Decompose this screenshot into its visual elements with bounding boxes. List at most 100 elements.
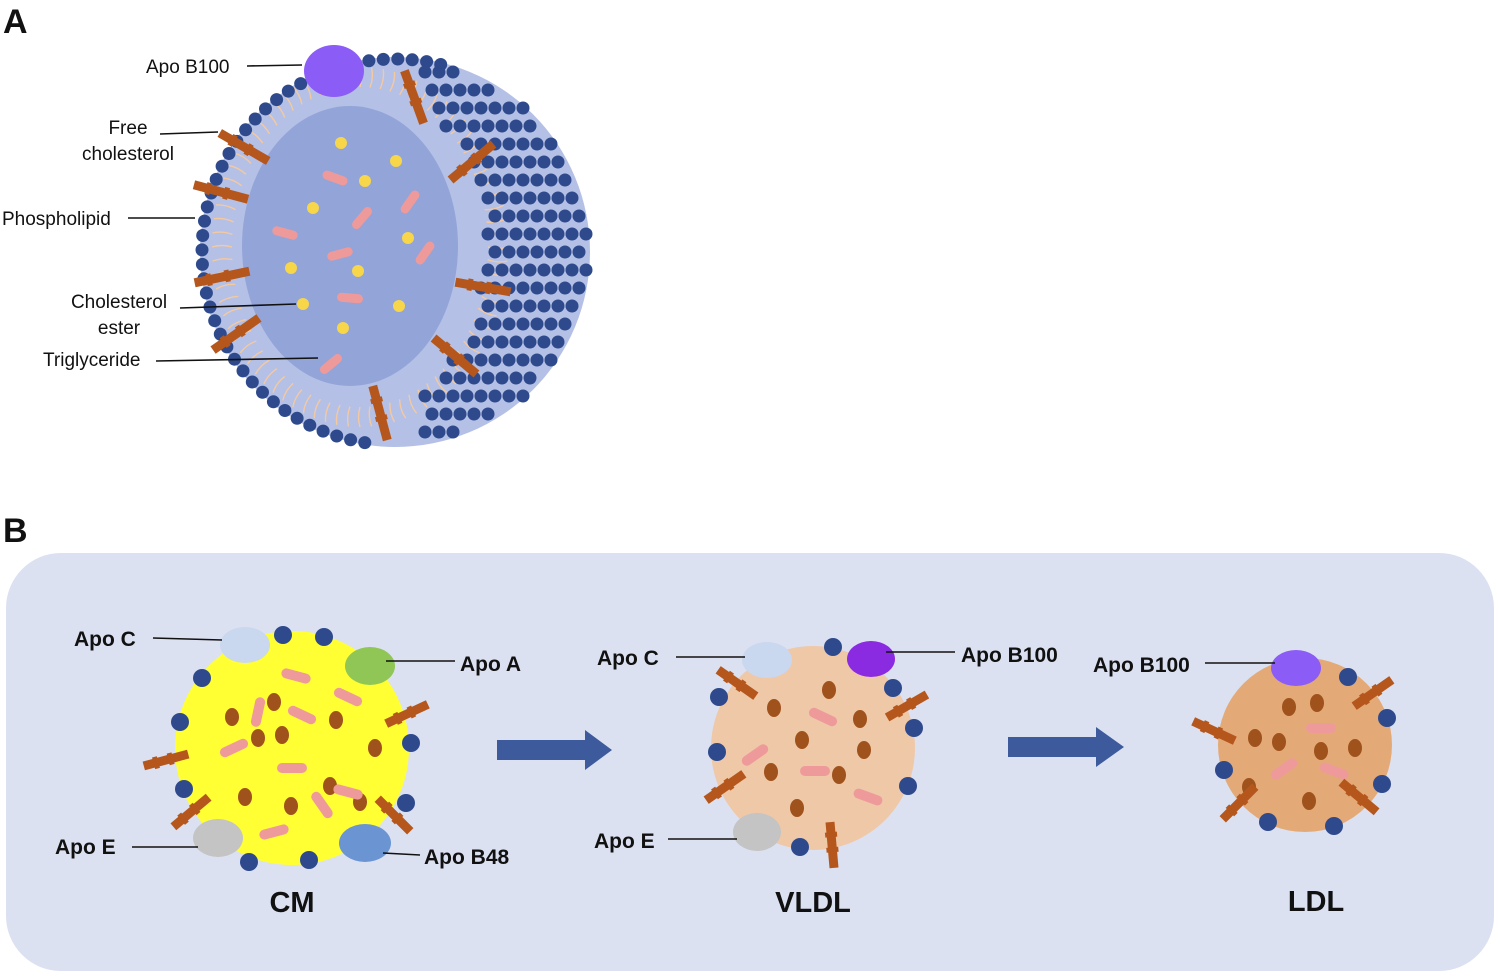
cholesterol-ester-dot xyxy=(764,763,778,781)
free-cholesterol xyxy=(454,277,512,297)
cholesterol-ester-dot xyxy=(390,155,402,167)
phospholipid-tail xyxy=(302,394,312,414)
phospholipid-head xyxy=(516,281,530,295)
phospholipid-head xyxy=(446,101,460,115)
phospholipid-head xyxy=(544,317,558,331)
triglyceride-bar xyxy=(337,292,363,304)
phospholipid-head xyxy=(397,794,415,812)
cholesterol-bar xyxy=(384,700,430,728)
phospholipid-head xyxy=(537,155,551,169)
phospholipid-head xyxy=(453,83,467,97)
particle-core xyxy=(242,106,458,386)
phospholipid-head xyxy=(344,433,358,447)
free-cholesterol xyxy=(1219,783,1259,823)
phospholipid-head xyxy=(481,155,495,169)
cholesterol-ring xyxy=(466,278,474,292)
phospholipid-head xyxy=(516,173,530,187)
phospholipid-head xyxy=(495,371,509,385)
phospholipid-head xyxy=(467,83,481,97)
ldl-contents xyxy=(1191,668,1396,835)
cholesterol-ester-dot xyxy=(335,137,347,149)
phospholipid-head xyxy=(474,389,488,403)
cholesterol-ring xyxy=(905,697,917,711)
free-cholesterol xyxy=(1338,778,1380,816)
phospholipid-head xyxy=(460,101,474,115)
cholesterol-bar xyxy=(1219,783,1259,823)
phospholipid-head xyxy=(488,245,502,259)
phospholipid-head xyxy=(208,314,222,328)
phospholipid-head xyxy=(558,281,572,295)
cholesterol-ring xyxy=(188,802,201,816)
phospholipid-head xyxy=(502,317,516,331)
triglyceride-bar xyxy=(352,206,372,230)
phospholipid-tail xyxy=(292,389,303,408)
phospholipid-tail xyxy=(223,177,243,187)
phospholipid-head xyxy=(523,263,537,277)
cholesterol-ring xyxy=(711,786,722,800)
cholesterol-ring xyxy=(391,812,404,825)
cholesterol-ring xyxy=(1356,793,1369,807)
phospholipid-head xyxy=(502,353,516,367)
cholesterol-ring xyxy=(456,164,468,177)
cholesterol-ring xyxy=(1225,804,1238,817)
triglyceride-bar xyxy=(311,791,333,819)
free-cholesterol xyxy=(368,384,392,442)
phospholipid-head xyxy=(516,245,530,259)
phospholipid-tail xyxy=(463,340,480,354)
phospholipid-head xyxy=(376,52,390,66)
vldl-apo-c xyxy=(742,642,792,678)
leader-cm-apo-c xyxy=(152,637,223,641)
cholesterol-ester-dot xyxy=(853,710,867,728)
phospholipid-head xyxy=(558,317,572,331)
leader-triglyceride xyxy=(155,357,319,362)
cholesterol-ring xyxy=(453,353,465,366)
phospholipid-head xyxy=(481,191,495,205)
cm-apo-c xyxy=(220,627,270,663)
cholesterol-ring xyxy=(380,801,393,814)
phospholipid-head xyxy=(516,389,530,403)
cholesterol-ester-dot xyxy=(238,788,252,806)
phospholipid-tail xyxy=(216,204,236,211)
label-vldl-apo-b100: Apo B100 xyxy=(961,644,1058,667)
cholesterol-bar xyxy=(1338,778,1380,816)
phospholipid-head xyxy=(481,371,495,385)
cm-particle xyxy=(142,626,430,871)
phospholipid-head xyxy=(1215,761,1233,779)
phospholipid-head xyxy=(488,389,502,403)
cholesterol-ester-dot xyxy=(307,202,319,214)
cholesterol-ring xyxy=(723,777,735,791)
phospholipid-head xyxy=(502,137,516,151)
phospholipid-head xyxy=(1373,775,1391,793)
free-cholesterol xyxy=(192,180,250,204)
cholesterol-ester-dot xyxy=(329,711,343,729)
phospholipid-head xyxy=(523,299,537,313)
phospholipid-head xyxy=(579,227,593,241)
phospholipid-tail xyxy=(254,359,270,375)
phospholipid-head xyxy=(330,429,344,443)
phospholipid-head xyxy=(710,688,728,706)
phospholipid-head xyxy=(530,281,544,295)
triglyceride-bar xyxy=(741,744,769,766)
phospholipid-head xyxy=(502,245,516,259)
phospholipid-head xyxy=(315,628,333,646)
cholesterol-ring xyxy=(470,152,482,165)
free-cholesterol xyxy=(447,140,497,184)
phospholipid-head xyxy=(209,172,223,186)
phospholipid-head xyxy=(259,102,272,116)
phospholipid-tail xyxy=(222,307,242,317)
cholesterol-ring xyxy=(892,704,904,718)
phospholipid-head xyxy=(523,119,537,133)
phospholipid-head xyxy=(453,119,467,133)
cholesterol-ester-dot xyxy=(790,799,804,817)
cholesterol-ester-dot xyxy=(1314,742,1328,760)
cholesterol-ring xyxy=(484,281,492,295)
phospholipid-head xyxy=(530,137,544,151)
triglyceride-bar xyxy=(327,247,353,261)
phospholipid-head xyxy=(572,209,586,223)
phospholipid-head xyxy=(551,263,565,277)
phospholipid-tail xyxy=(227,164,247,175)
phospholipid-head xyxy=(530,173,544,187)
phospholipid-head xyxy=(516,101,530,115)
vldl-apo-e xyxy=(733,813,781,851)
cholesterol-ester-dot xyxy=(337,322,349,334)
